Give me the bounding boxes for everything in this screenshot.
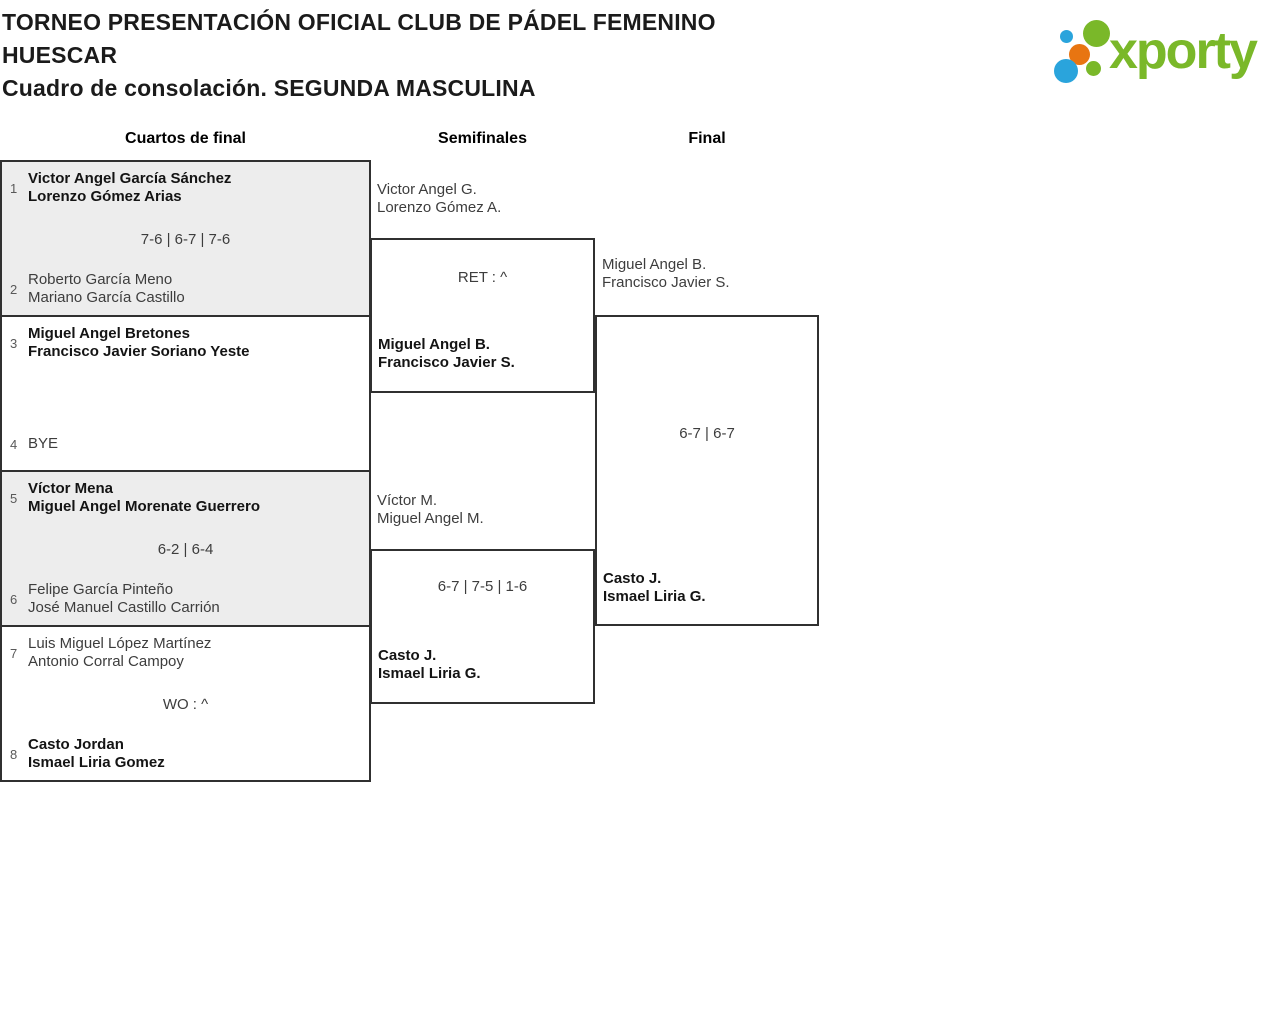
player-name: Miguel Angel M.: [377, 510, 484, 527]
xporty-wordmark: xporty: [1109, 22, 1258, 80]
player-name: Lorenzo Gómez A.: [377, 199, 502, 216]
logo-dot-blue-small-icon: [1060, 30, 1073, 43]
semifinal-2-winner-team: Casto J. Ismael Liria G.: [378, 647, 481, 683]
round-header-semifinals: Semifinales: [438, 130, 527, 147]
page-title: TORNEO PRESENTACIÓN OFICIAL CLUB DE PÁDE…: [2, 6, 882, 105]
team-entry: 4 BYE: [10, 426, 361, 462]
player-name: Roberto García Meno: [28, 271, 173, 288]
seed-number: 5: [10, 490, 18, 506]
team-names: Luis Miguel López Martínez Antonio Corra…: [28, 635, 211, 671]
player-name: Felipe García Pinteño: [28, 581, 174, 598]
semifinal-match-2-box: 6-7 | 7-5 | 1-6 Casto J. Ismael Liria G.: [370, 549, 595, 704]
player-name: Casto J.: [378, 647, 437, 664]
player-name: Miguel Angel Morenate Guerrero: [28, 498, 260, 515]
match-score: 7-6 | 6-7 | 7-6: [140, 231, 231, 248]
player-name: Ismael Liria G.: [603, 588, 706, 605]
final-top-team: Miguel Angel B. Francisco Javier S.: [602, 256, 730, 292]
seed-number: 6: [10, 591, 18, 607]
final-winner-team: Casto J. Ismael Liria G.: [603, 570, 706, 606]
player-name: Víctor M.: [377, 492, 438, 509]
match-score: 6-7 | 6-7: [679, 425, 735, 442]
match-score: WO : ^: [162, 696, 209, 713]
seed-number: 3: [10, 335, 18, 351]
player-name: Casto J.: [603, 570, 662, 587]
player-name: Mariano García Castillo: [28, 289, 185, 306]
player-name: Luis Miguel López Martínez: [28, 635, 212, 652]
logo-dot-blue-large-icon: [1054, 59, 1078, 83]
round-header-final: Final: [688, 130, 726, 147]
page-title-line2: HUESCAR: [2, 42, 118, 68]
team-entry: 5 Víctor Mena Miguel Angel Morenate Guer…: [10, 480, 361, 516]
quarterfinal-match-2: 3 Miguel Angel Bretones Francisco Javier…: [0, 315, 371, 472]
player-name: Miguel Angel Bretones: [28, 325, 190, 342]
seed-number: 1: [10, 180, 18, 196]
team-names: Felipe García Pinteño José Manuel Castil…: [28, 581, 220, 617]
player-name: BYE: [28, 435, 59, 452]
semifinal-match-1-box: RET : ^ Miguel Angel B. Francisco Javier…: [370, 238, 595, 393]
team-entry: 1 Victor Angel García Sánchez Lorenzo Gó…: [10, 170, 361, 206]
player-name: Miguel Angel B.: [602, 256, 707, 273]
round-header-quarterfinals: Cuartos de final: [125, 130, 246, 147]
player-name: Victor Angel García Sánchez: [28, 170, 232, 187]
player-name: Francisco Javier S.: [378, 354, 515, 371]
final-match-box: 6-7 | 6-7 Casto J. Ismael Liria G.: [595, 315, 819, 626]
team-entry: 7 Luis Miguel López Martínez Antonio Cor…: [10, 635, 361, 671]
seed-number: 7: [10, 645, 18, 661]
player-name: Ismael Liria Gomez: [28, 754, 165, 771]
team-entry: 8 Casto Jordan Ismael Liria Gomez: [10, 736, 361, 772]
player-name: Francisco Javier Soriano Yeste: [28, 343, 250, 360]
team-names: Víctor Mena Miguel Angel Morenate Guerre…: [28, 480, 260, 516]
player-name: Ismael Liria G.: [378, 665, 481, 682]
semifinal-1-top-team: Victor Angel G. Lorenzo Gómez A.: [377, 181, 501, 217]
match-score: 6-7 | 7-5 | 1-6: [437, 578, 528, 595]
xporty-logo[interactable]: xporty: [1050, 15, 1275, 93]
team-entry: 6 Felipe García Pinteño José Manuel Cast…: [10, 581, 361, 617]
semifinal-1-winner-team: Miguel Angel B. Francisco Javier S.: [378, 336, 515, 372]
player-name: Victor Angel G.: [377, 181, 477, 198]
team-entry: 3 Miguel Angel Bretones Francisco Javier…: [10, 325, 361, 361]
player-name: Miguel Angel B.: [378, 336, 490, 353]
seed-number: 4: [10, 436, 18, 452]
quarterfinal-match-1: 1 Victor Angel García Sánchez Lorenzo Gó…: [0, 160, 371, 317]
player-name: José Manuel Castillo Carrión: [28, 599, 220, 616]
match-score: RET : ^: [457, 269, 508, 286]
team-names: Roberto García Meno Mariano García Casti…: [28, 271, 185, 307]
logo-dot-green-small-icon: [1086, 61, 1101, 76]
team-names: Miguel Angel Bretones Francisco Javier S…: [28, 325, 250, 361]
team-names: BYE: [28, 435, 58, 453]
seed-number: 8: [10, 746, 18, 762]
logo-dot-orange-icon: [1069, 44, 1090, 65]
team-entry: 2 Roberto García Meno Mariano García Cas…: [10, 271, 361, 307]
logo-dot-green-large-icon: [1083, 20, 1110, 47]
page-title-line1: TORNEO PRESENTACIÓN OFICIAL CLUB DE PÁDE…: [2, 9, 716, 35]
player-name: Lorenzo Gómez Arias: [28, 188, 182, 205]
semifinal-2-top-team: Víctor M. Miguel Angel M.: [377, 492, 484, 528]
player-name: Víctor Mena: [28, 480, 114, 497]
team-names: Victor Angel García Sánchez Lorenzo Góme…: [28, 170, 231, 206]
quarterfinal-match-3: 5 Víctor Mena Miguel Angel Morenate Guer…: [0, 470, 371, 627]
player-name: Casto Jordan: [28, 736, 124, 753]
player-name: Francisco Javier S.: [602, 274, 730, 291]
quarterfinal-match-4: 7 Luis Miguel López Martínez Antonio Cor…: [0, 625, 371, 782]
page-subtitle: Cuadro de consolación. SEGUNDA MASCULINA: [2, 75, 536, 101]
team-names: Casto Jordan Ismael Liria Gomez: [28, 736, 165, 772]
match-score: 6-2 | 6-4: [157, 541, 214, 558]
player-name: Antonio Corral Campoy: [28, 653, 184, 670]
seed-number: 2: [10, 281, 18, 297]
